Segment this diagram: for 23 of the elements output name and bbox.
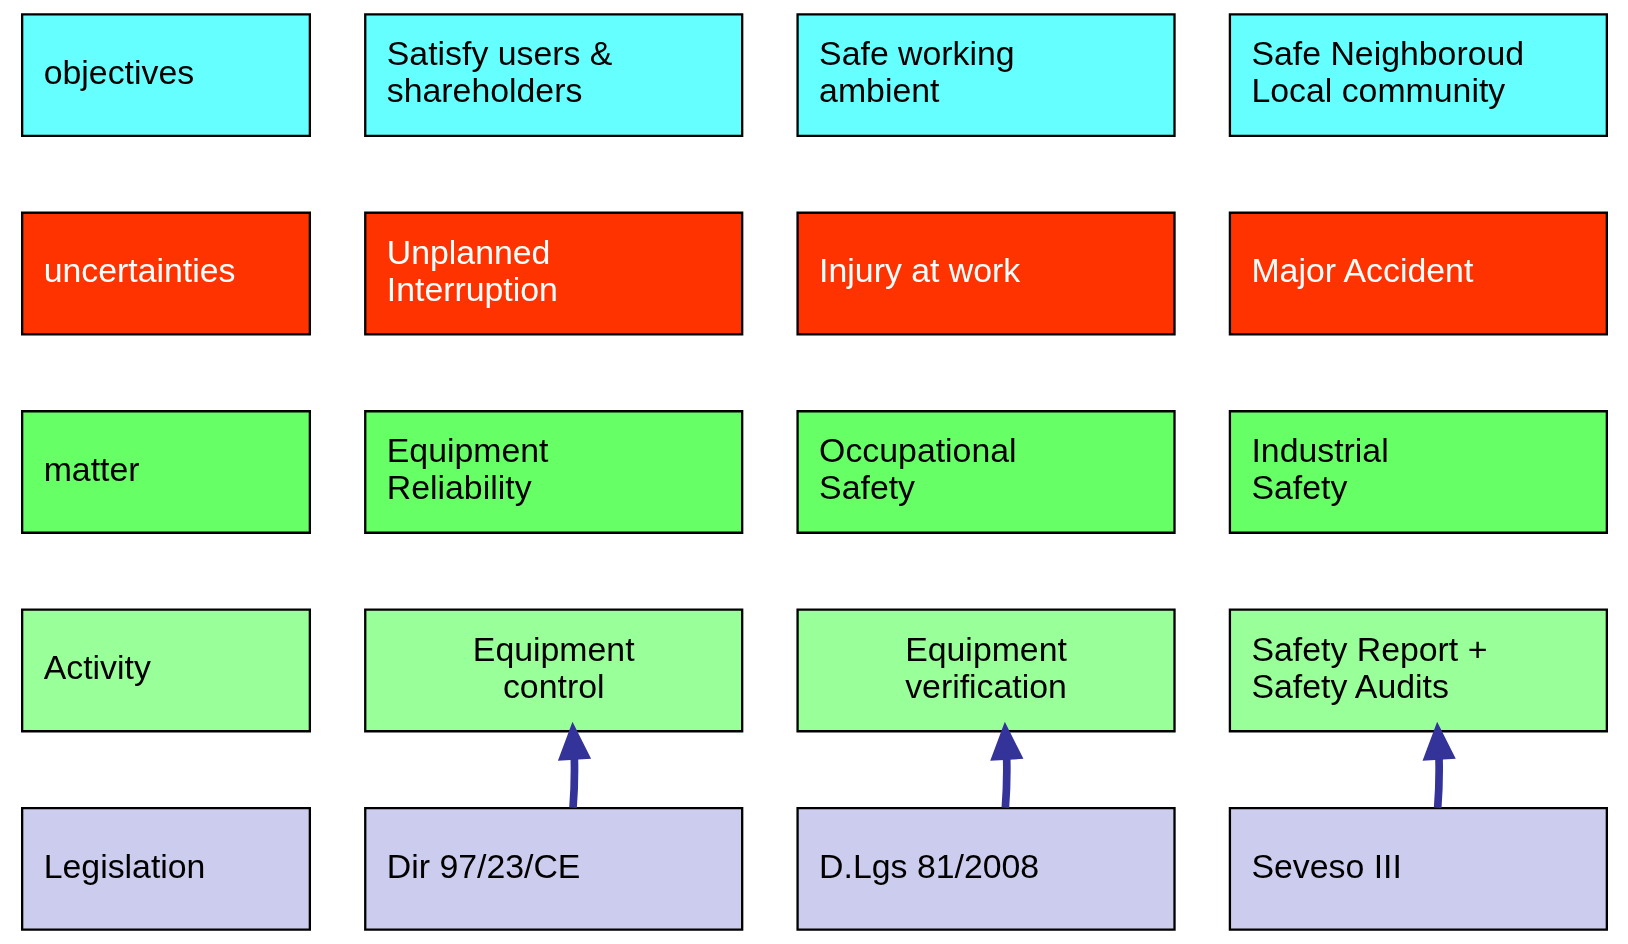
node-box: Industrial Safety [1228,410,1608,534]
arrow [557,721,591,808]
node-box: Equipment verification [795,608,1176,733]
node-box: Unplanned Interruption [363,211,743,336]
arrow [1422,721,1456,808]
node-box: Legislation [20,807,311,931]
node-box: Safe working ambient [795,13,1176,137]
node-box: Injury at work [795,211,1176,336]
arrow [989,721,1023,808]
node-box: Activity [20,608,311,733]
node-box: Seveso III [1228,807,1608,931]
node-box: matter [20,410,311,534]
node-box: Dir 97/23/CE [363,807,743,931]
node-box: Occupational Safety [795,410,1176,534]
node-box: Satisfy users & shareholders [363,13,743,137]
node-box: Major Accident [1228,211,1608,336]
node-box: Equipment control [363,608,743,733]
node-box: D.Lgs 81/2008 [795,807,1176,931]
node-box: Equipment Reliability [363,410,743,534]
node-box: objectives [20,13,311,137]
node-box: Safety Report + Safety Audits [1228,608,1608,733]
node-box: Safe Neighboroud Local community [1228,13,1608,137]
node-box: uncertainties [20,211,311,336]
